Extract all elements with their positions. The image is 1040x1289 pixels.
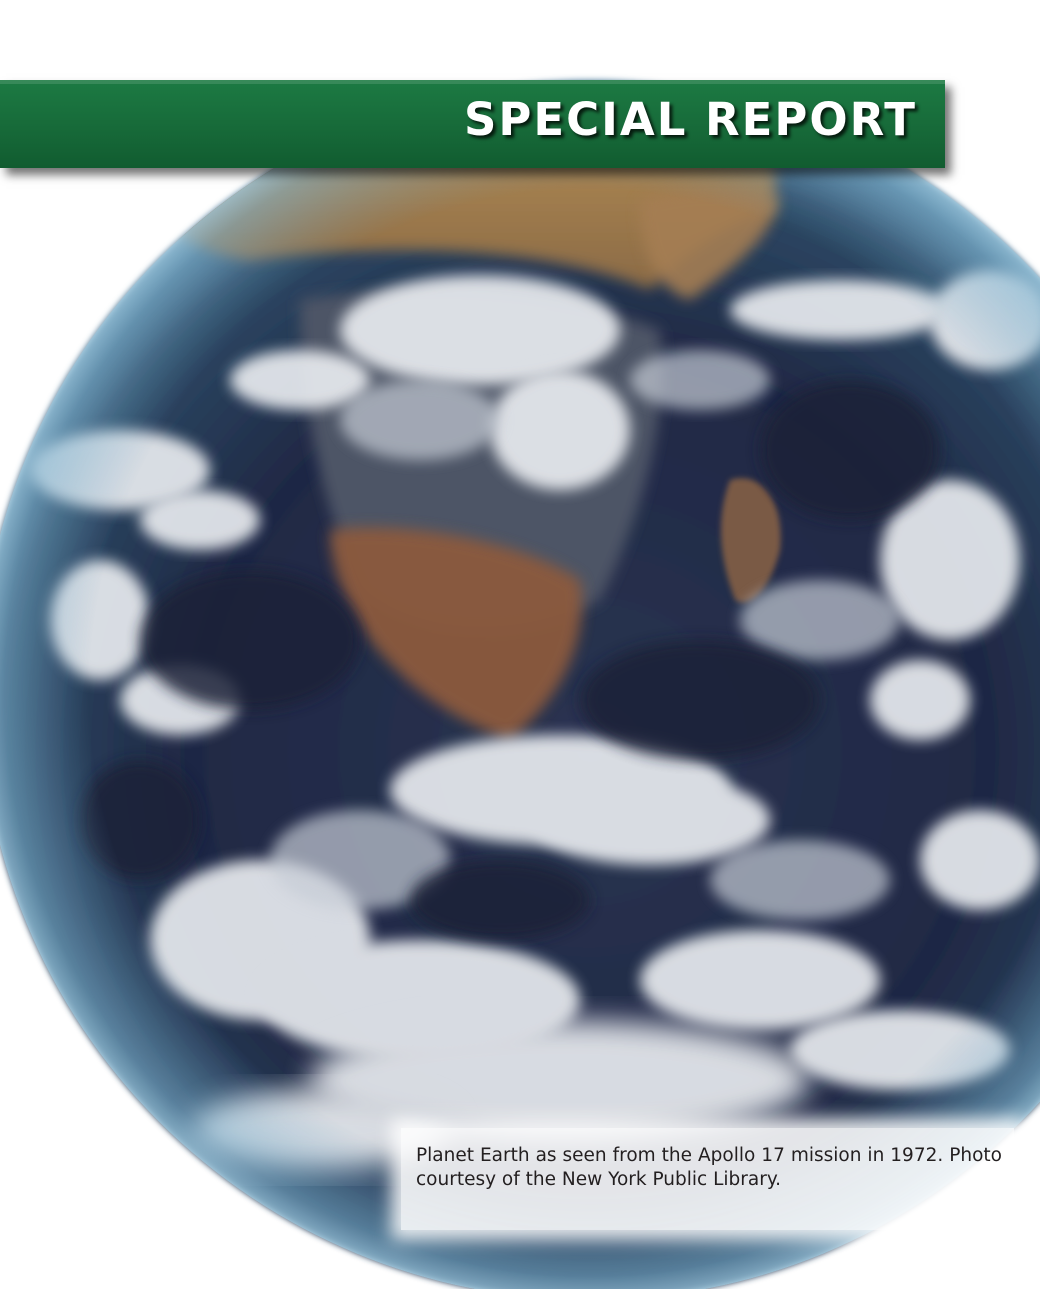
- special-report-banner: SPECIAL REPORT: [0, 80, 945, 168]
- photo-caption: Planet Earth as seen from the Apollo 17 …: [416, 1145, 1002, 1190]
- banner-title: SPECIAL REPORT: [463, 93, 917, 146]
- photo-caption-box: Planet Earth as seen from the Apollo 17 …: [401, 1128, 1014, 1230]
